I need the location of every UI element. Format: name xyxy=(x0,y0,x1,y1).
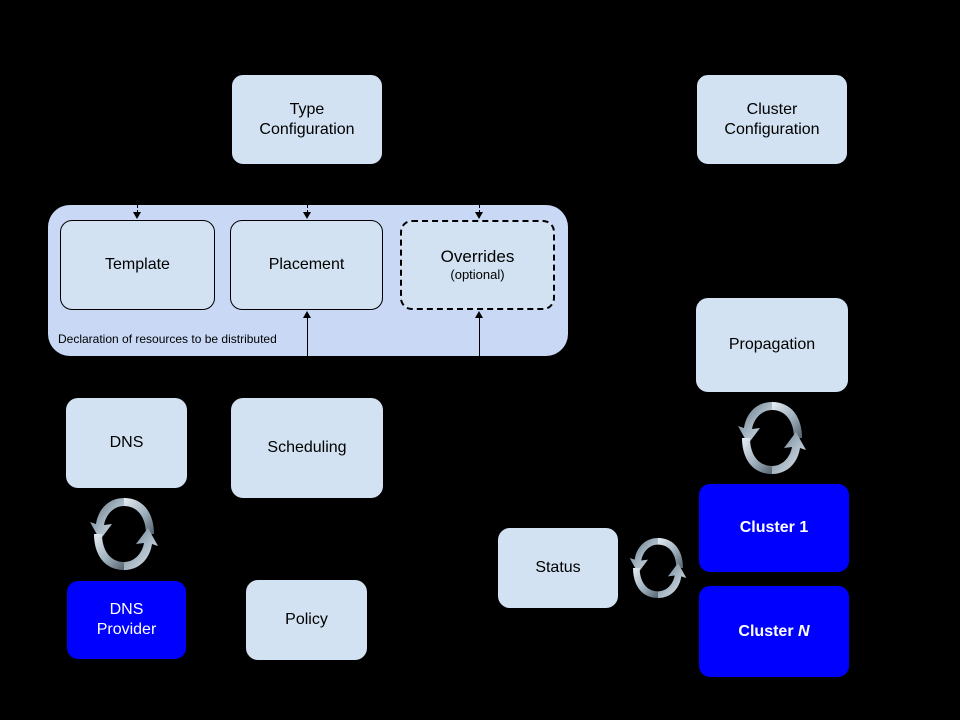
node-template[interactable]: Template xyxy=(60,220,215,310)
arrowhead-placement-up xyxy=(303,311,311,318)
node-template-label: Template xyxy=(105,256,170,274)
node-policy[interactable]: Policy xyxy=(246,580,367,660)
node-cluster-n-label: Cluster N xyxy=(738,622,810,640)
node-cluster-1-label: Cluster 1 xyxy=(739,519,809,537)
node-status-label: Status xyxy=(535,559,581,577)
node-dns-provider-label: DNS Provider xyxy=(96,601,157,638)
node-dns-label: DNS xyxy=(109,434,144,452)
node-placement[interactable]: Placement xyxy=(230,220,383,310)
node-cluster-configuration[interactable]: Cluster Configuration xyxy=(696,74,848,165)
node-overrides-sublabel: (optional) xyxy=(450,267,505,283)
node-cluster-configuration-label: Cluster Configuration xyxy=(724,100,820,138)
node-scheduling-label: Scheduling xyxy=(267,439,347,457)
connector-typeconfig-to-template xyxy=(137,200,138,213)
node-scheduling[interactable]: Scheduling xyxy=(231,398,383,498)
node-propagation[interactable]: Propagation xyxy=(696,298,848,392)
node-propagation-label: Propagation xyxy=(728,336,816,354)
sync-cycle-icon-status xyxy=(628,527,688,609)
connector-scheduling-to-placement xyxy=(307,317,308,357)
group-federated-resource-caption: Declaration of resources to be distribut… xyxy=(58,332,277,346)
node-overrides[interactable]: Overrides (optional) xyxy=(400,220,555,310)
node-cluster-1[interactable]: Cluster 1 xyxy=(698,483,850,573)
node-overrides-label: Overrides xyxy=(440,246,515,266)
node-cluster-n[interactable]: Cluster N xyxy=(698,585,850,678)
arrowhead-overrides xyxy=(475,212,483,219)
node-dns-provider[interactable]: DNS Provider xyxy=(66,580,187,660)
connector-typeconfig-to-overrides xyxy=(479,200,480,213)
arrowhead-template xyxy=(133,212,141,219)
sync-cycle-icon-dns xyxy=(88,492,160,576)
node-placement-label: Placement xyxy=(268,256,345,274)
node-type-configuration-label: Type Configuration xyxy=(259,100,355,138)
arrowhead-placement xyxy=(303,212,311,219)
connector-typeconfig-to-placement xyxy=(307,200,308,213)
node-dns[interactable]: DNS xyxy=(66,398,187,488)
sync-cycle-icon-propagation xyxy=(736,396,808,480)
arrowhead-overrides-up xyxy=(475,311,483,318)
connector-policy-to-overrides xyxy=(479,317,480,357)
node-type-configuration[interactable]: Type Configuration xyxy=(231,74,383,165)
node-policy-label: Policy xyxy=(285,611,328,629)
node-status[interactable]: Status xyxy=(498,528,618,608)
